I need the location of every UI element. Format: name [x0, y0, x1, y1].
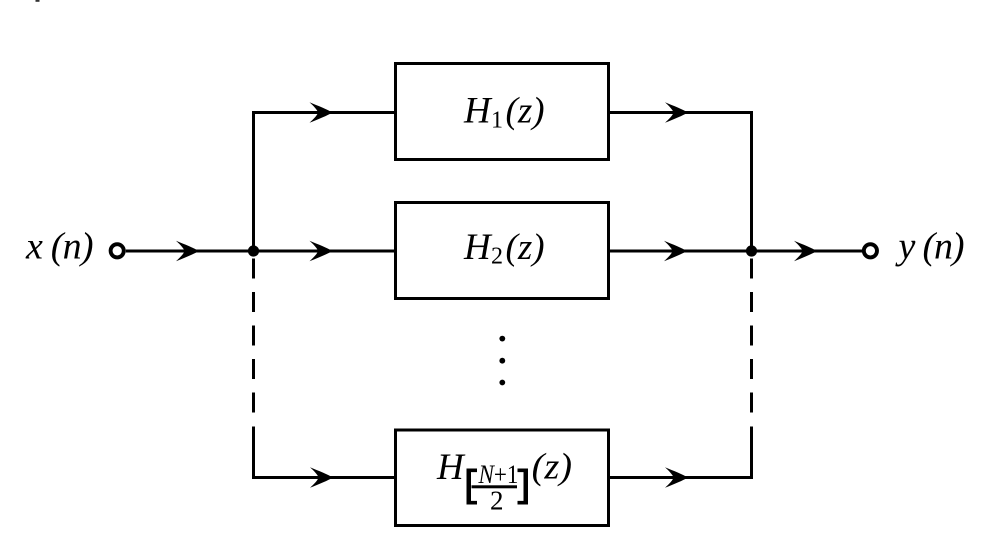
- svg-text:2: 2: [491, 244, 503, 270]
- svg-text:H: H: [463, 91, 493, 132]
- svg-text:x (n): x (n): [25, 226, 94, 268]
- svg-text:(z): (z): [506, 91, 545, 132]
- svg-text:N+1: N+1: [478, 460, 519, 489]
- svg-text:2: 2: [490, 486, 504, 516]
- svg-text:(z): (z): [532, 447, 573, 488]
- svg-text:H: H: [436, 447, 466, 488]
- svg-text:1: 1: [491, 108, 503, 134]
- svg-text:(z): (z): [506, 227, 545, 268]
- svg-text:y (n): y (n): [895, 226, 965, 268]
- svg-text:H: H: [463, 227, 493, 268]
